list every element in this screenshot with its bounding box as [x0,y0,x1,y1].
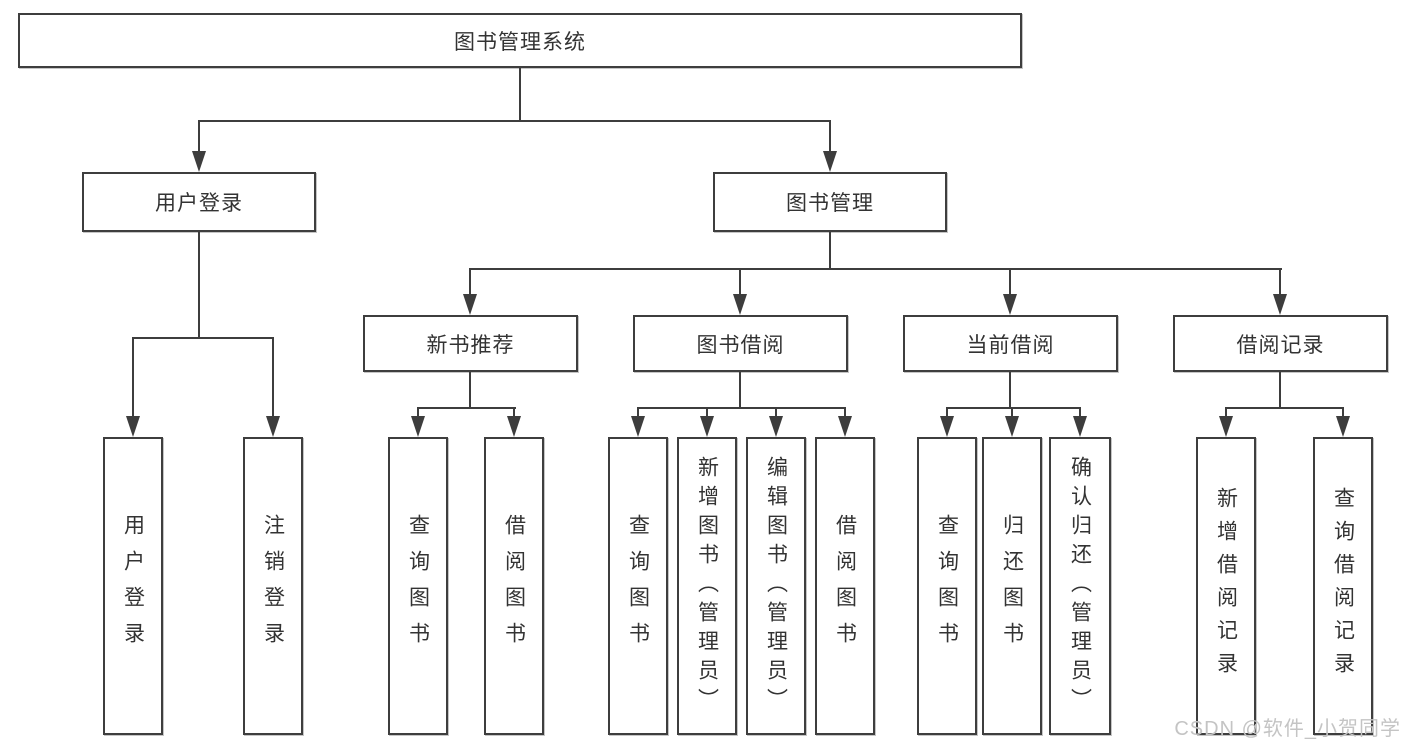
arrow-down-borrow-edit [769,407,783,437]
leaf-query-books-borrow: 查询图书 [608,437,668,735]
node-label: 注销登录 [261,514,285,658]
connector-current-trunk [1009,372,1011,407]
node-new-book-recommend: 新书推荐 [363,315,578,372]
arrow-down-current-return [1005,407,1019,437]
arrow-down-borrow-borrow [838,407,852,437]
connector-user-login-trunk [198,232,200,337]
node-current-borrow: 当前借阅 [903,315,1118,372]
arrow-down-borrow-add [700,407,714,437]
arrow-down-to-new-book-recommend [463,268,477,315]
connector-book-management-trunk [829,232,831,268]
arrow-down-to-book-management-group [823,120,837,172]
arrow-down-recommend-borrow [507,407,521,437]
leaf-query-books-current: 查询图书 [917,437,977,735]
node-label: 查询借阅记录 [1331,487,1355,685]
connector-current-bar [946,407,1081,409]
node-label: 图书管理系统 [454,30,586,54]
leaf-user-login: 用户登录 [103,437,163,735]
connector-user-login-bar [132,337,274,339]
connector-recommend-trunk [469,372,471,407]
arrow-down-to-book-borrow [733,268,747,315]
leaf-add-books-admin: 新增图书（管理员） [677,437,737,735]
arrow-down-current-query [940,407,954,437]
csdn-watermark: CSDN @软件_小贺同学 [1174,718,1401,740]
connector-borrow-trunk [739,372,741,407]
arrow-down-to-user-login-leaf [126,337,140,437]
arrow-down-to-borrow-records [1273,268,1287,315]
node-label: 查询图书 [626,514,650,658]
arrow-down-borrow-query [631,407,645,437]
arrow-down-to-user-login-group [192,120,206,172]
leaf-borrow-books-recommend: 借阅图书 [484,437,544,735]
node-label: 用户登录 [121,514,145,658]
node-label: 图书借阅 [696,333,785,357]
connector-root-trunk [519,68,521,120]
node-label: 编辑图书（管理员） [764,455,788,717]
connector-root-bar [198,120,831,122]
node-book-management-group: 图书管理 [713,172,947,232]
leaf-edit-books-admin: 编辑图书（管理员） [746,437,806,735]
node-label: 当前借阅 [966,333,1055,357]
arrow-down-recommend-query [411,407,425,437]
arrow-down-records-add [1219,407,1233,437]
leaf-add-borrow-record: 新增借阅记录 [1196,437,1256,735]
node-label: 确认归还（管理员） [1068,455,1092,717]
node-root-book-management-system: 图书管理系统 [18,13,1022,68]
node-borrow-records: 借阅记录 [1173,315,1388,372]
node-book-borrow: 图书借阅 [633,315,848,372]
leaf-confirm-return-admin: 确认归还（管理员） [1049,437,1111,735]
node-label: 归还图书 [1000,514,1024,658]
leaf-query-borrow-record: 查询借阅记录 [1313,437,1373,735]
connector-borrow-bar [637,407,846,409]
arrow-down-records-query [1336,407,1350,437]
leaf-logout: 注销登录 [243,437,303,735]
node-label: 图书管理 [786,192,874,215]
arrow-down-to-logout-leaf [266,337,280,437]
arrow-down-current-confirm [1073,407,1087,437]
node-label: 用户登录 [155,192,243,215]
connector-records-bar [1225,407,1344,409]
node-label: 借阅图书 [502,514,526,658]
connector-book-management-bar [469,268,1282,270]
node-label: 新书推荐 [426,333,515,357]
node-label: 借阅图书 [833,514,857,658]
node-label: 借阅记录 [1236,333,1325,357]
node-label: 新增借阅记录 [1214,487,1238,685]
leaf-query-books-recommend: 查询图书 [388,437,448,735]
arrow-down-to-current-borrow [1003,268,1017,315]
connector-records-trunk [1279,372,1281,407]
node-label: 查询图书 [406,514,430,658]
node-user-login-group: 用户登录 [82,172,316,232]
node-label: 查询图书 [935,514,959,658]
leaf-borrow-books: 借阅图书 [815,437,875,735]
node-label: 新增图书（管理员） [695,455,719,717]
connector-recommend-bar [417,407,516,409]
leaf-return-books: 归还图书 [982,437,1042,735]
